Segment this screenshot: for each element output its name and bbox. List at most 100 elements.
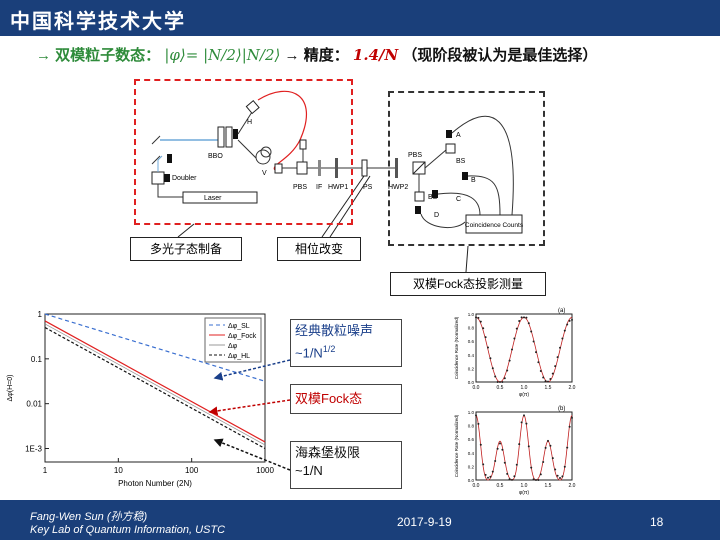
data-point — [482, 327, 485, 330]
x-tick-label: 100 — [185, 466, 199, 475]
data-point — [511, 478, 513, 481]
y-tick-label: 0.8 — [468, 424, 475, 429]
bbo-crystal-2 — [225, 126, 233, 148]
hwp-2 — [395, 158, 398, 178]
detector-a — [446, 130, 452, 138]
precision-label: 精度： — [303, 47, 349, 64]
shot-noise-annotation: 经典散粒噪声 ~1/N1/2 — [290, 319, 402, 367]
y-tick-label: 0.4 — [468, 451, 475, 456]
label-hwp2: HWP2 — [388, 184, 408, 191]
y-tick-label: 0.0 — [468, 478, 475, 483]
label-bbo: BBO — [208, 153, 223, 160]
coupler-h — [245, 100, 260, 115]
data-point — [506, 472, 509, 475]
pointer-fock — [465, 245, 469, 273]
slide-date: 2017-9-19 — [397, 515, 452, 529]
data-point — [518, 320, 521, 323]
y-tick-label: 0.2 — [468, 366, 475, 371]
fiber-loop-v2 — [260, 146, 272, 158]
data-point — [494, 375, 497, 378]
arrow-icon: → — [36, 47, 51, 64]
data-point — [501, 448, 504, 451]
y-axis-label: Δφ(H=0) — [7, 375, 14, 402]
y-axis-label: Coincidence Rate (Normalized) — [454, 316, 459, 379]
data-point — [479, 320, 482, 323]
data-point — [527, 445, 530, 448]
data-point — [563, 465, 566, 468]
data-point — [566, 446, 569, 449]
y-tick-label: 1E-3 — [25, 445, 42, 454]
x-tick-label: 0.0 — [473, 385, 480, 391]
data-point — [515, 463, 518, 466]
data-point — [491, 367, 494, 370]
legend-entry: Δφ_SL — [228, 323, 250, 330]
data-point — [489, 475, 492, 478]
data-point — [530, 330, 533, 333]
bs-2 — [414, 191, 425, 202]
data-point — [477, 422, 480, 425]
mirror-2 — [151, 155, 161, 165]
series-line — [44, 313, 266, 382]
data-point — [487, 476, 489, 479]
bs-1 — [445, 143, 456, 154]
data-point — [523, 316, 525, 319]
data-point — [503, 461, 506, 464]
if-filter — [318, 160, 321, 176]
label-h: H — [247, 119, 252, 126]
label-doubler: Doubler — [172, 175, 197, 182]
panel-frame — [475, 313, 573, 383]
data-point — [511, 348, 513, 351]
data-point — [559, 346, 561, 349]
y-tick-label: 1 — [38, 310, 43, 319]
pointer-phase-1 — [321, 175, 365, 238]
data-point — [496, 447, 499, 450]
precision-note: （现阶段被认为是最佳选择） — [402, 47, 598, 64]
author-name: Fang-Wen Sun (孙方稳) — [30, 511, 148, 523]
shot-noise-scaling: ~1/N1/2 — [295, 344, 336, 361]
x-tick-label: 10 — [114, 466, 123, 475]
mirror-1 — [167, 154, 172, 163]
pump-beam — [157, 184, 183, 198]
label-bs1: BS — [456, 158, 466, 165]
data-point — [547, 439, 549, 442]
data-point — [571, 416, 573, 419]
legend-entry: Δφ — [228, 343, 238, 350]
data-point — [551, 372, 554, 375]
data-point — [506, 369, 509, 372]
data-point — [556, 356, 559, 359]
beam-to-bs1 — [424, 149, 447, 169]
heisenberg-scaling: ~1/N — [295, 463, 323, 478]
label-v: V — [262, 170, 267, 177]
data-point — [496, 381, 499, 383]
cable-a — [451, 115, 514, 216]
data-point — [479, 443, 482, 446]
data-point — [566, 323, 569, 326]
data-point — [499, 442, 501, 445]
data-point — [537, 479, 540, 481]
x-axis-label: φ(π) — [519, 392, 529, 398]
x-tick-label: 2.0 — [569, 483, 576, 489]
x-tick-label: 0.0 — [473, 483, 480, 489]
x-tick-label: 1000 — [256, 466, 274, 475]
y-tick-label: 0.6 — [468, 339, 475, 344]
pbs-2-diag — [412, 161, 426, 175]
shot-noise-title: 经典散粒噪声 — [295, 323, 374, 338]
ps-plate — [361, 159, 368, 177]
data-point — [491, 470, 494, 473]
data-point — [556, 474, 559, 477]
footer-bar — [0, 500, 720, 540]
x-axis-label: φ(π) — [519, 490, 529, 496]
data-point — [549, 444, 552, 447]
arrow-fock — [208, 399, 291, 416]
data-point — [513, 337, 516, 340]
state-formula: |φ⟩= |N/2⟩|N/2⟩ — [164, 46, 281, 64]
data-point — [508, 359, 511, 362]
label-pbs2: PBS — [408, 152, 422, 159]
university-logo-text: 中国科学技术大学 — [10, 9, 186, 33]
data-point — [544, 446, 547, 449]
legend-entry: Δφ_Fock — [228, 333, 257, 340]
data-point — [554, 468, 557, 471]
bbo-crystal — [217, 126, 225, 148]
legend-entry: Δφ_HL — [228, 353, 250, 360]
